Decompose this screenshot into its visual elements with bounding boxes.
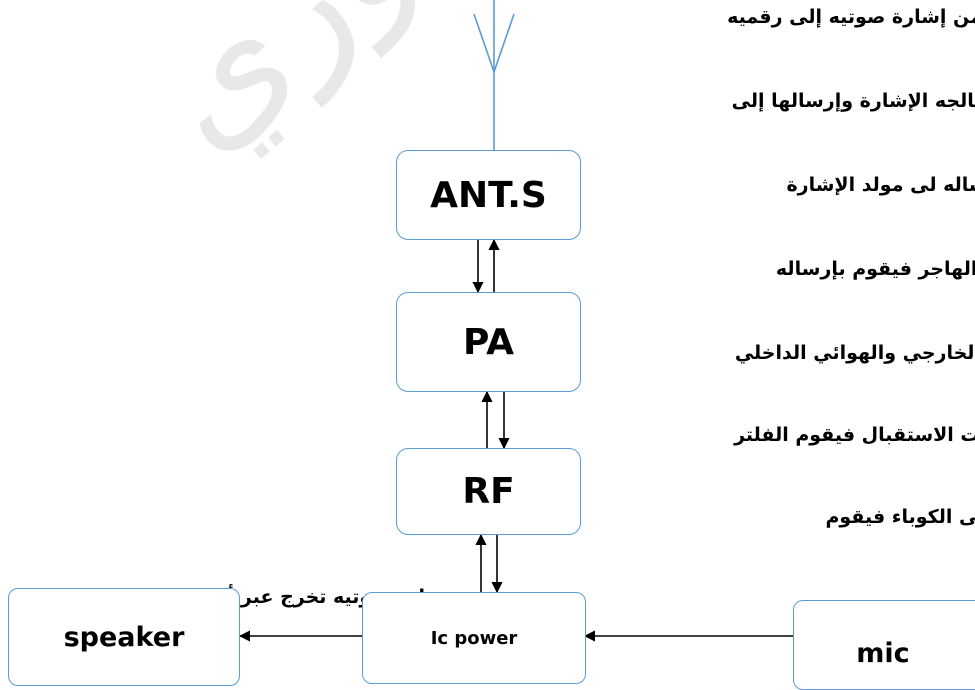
ic-power-label: Ic power (430, 627, 518, 649)
speaker-block: speaker (8, 588, 240, 686)
paragraph-line-7: ا إلى الكوباء فيقوم (825, 506, 975, 528)
paragraph-line-1: ل من إشارة صوتيه إلى رقميه (727, 6, 975, 28)
pa-block: PA (396, 292, 581, 392)
paragraph-line-4: IC الهاجر فيقوم بإرساله (775, 258, 975, 280)
speaker-label: speaker (63, 621, 185, 653)
paragraph-line-3: إرساله لى مولد الإشارة (786, 174, 975, 196)
paragraph-line-2: بمعالجه الإشارة وإرسالها إلى (731, 90, 975, 112)
ant-switch-label: ANT.S (430, 174, 547, 216)
mic-block: mic (793, 600, 975, 690)
ic-power-block: Ic power (362, 592, 586, 684)
rf-block: RF (396, 448, 581, 535)
pa-label: PA (463, 321, 514, 363)
paragraph-line-6: نرات الاستقبال فيقوم الفلتر (734, 424, 975, 446)
ant-switch-block: ANT.S (396, 150, 581, 240)
mic-label: mic (856, 637, 910, 669)
paragraph-line-5: ي الخارجي والهوائي الداخلي (734, 342, 975, 364)
antenna-icon (473, 0, 515, 150)
rf-label: RF (462, 471, 515, 512)
